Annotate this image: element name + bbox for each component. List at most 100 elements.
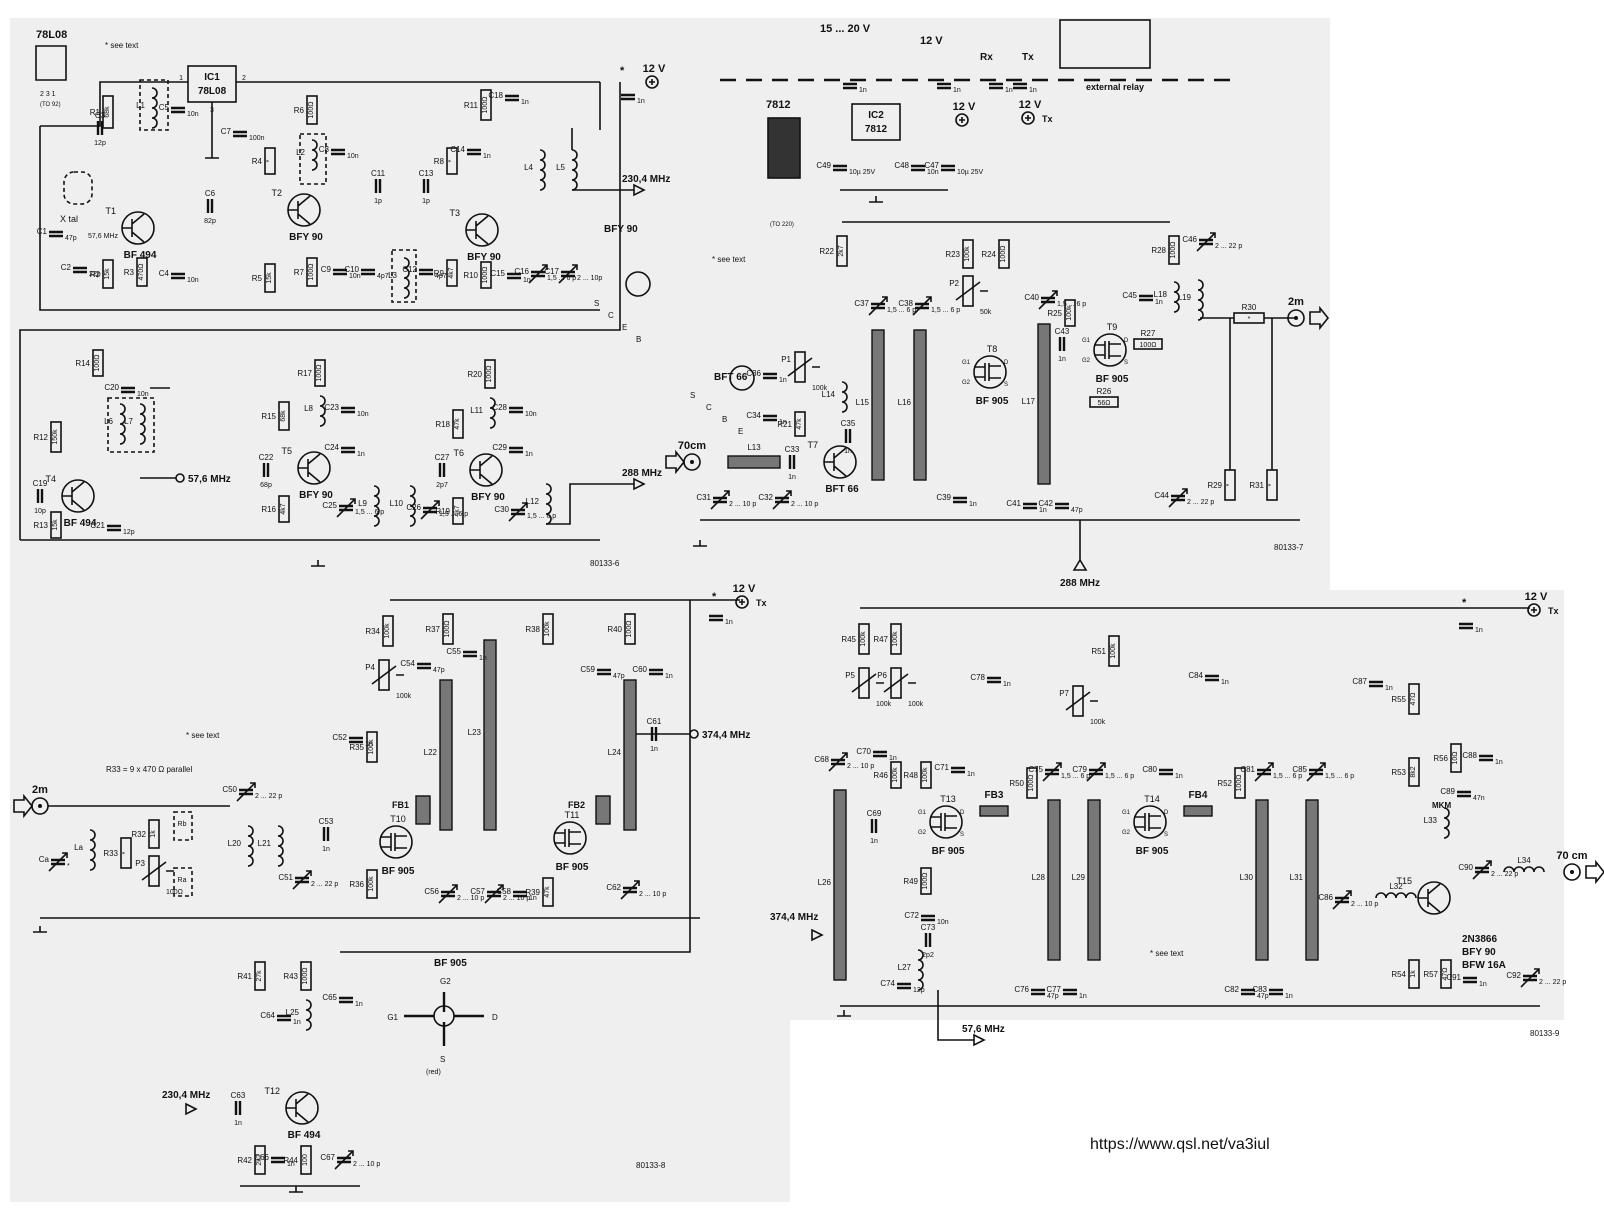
tl-bfy90-can	[625, 271, 651, 297]
bl-c65	[339, 996, 353, 1004]
br-t15-type-2: BFW 16A	[1462, 960, 1506, 971]
bl-c58	[513, 890, 527, 898]
tr-c-rx	[989, 82, 1003, 90]
br-c78-ref: C78	[970, 673, 985, 682]
br-c76-ref: C76	[1014, 985, 1029, 994]
tl-c12-ref: C12	[402, 265, 417, 274]
br-r54-value: 1k	[1410, 970, 1417, 978]
tl-xtal-freq: 57,6 MHz	[88, 233, 118, 240]
tl-c14-value: 1n	[483, 153, 491, 160]
tr-c44	[1171, 494, 1185, 502]
bl-c52-ref: C52	[332, 733, 347, 742]
tl-r19-value: 4k7	[454, 505, 461, 516]
tr-c-in-value: 1n	[859, 87, 867, 94]
bl-r32	[148, 819, 160, 849]
tl-c2	[73, 266, 87, 274]
bl-c62-value: 2 ... 10 p	[639, 891, 666, 898]
tl-r2	[102, 259, 114, 289]
bl-r36-value: 100k	[368, 876, 375, 892]
tr-c36	[763, 372, 777, 380]
bl-c55-ref: C55	[446, 647, 461, 656]
br-r53-ref: R53	[1391, 768, 1406, 777]
br-c88	[1479, 754, 1493, 762]
tr-r25	[1064, 299, 1076, 327]
tl-r12-ref: R12	[33, 433, 48, 442]
wire	[937, 990, 960, 1041]
bl-l22-ref: L22	[424, 748, 438, 757]
ground-symbol	[837, 1010, 851, 1017]
bl-lo-arrow	[185, 1102, 198, 1116]
bl-ca-ref: Ca	[39, 855, 50, 864]
br-l27-ref: L27	[898, 963, 912, 972]
tr-7812-package	[767, 117, 801, 179]
tr-c34-ref: C34	[746, 411, 761, 420]
tl-r3	[136, 257, 148, 287]
tl-l3-ref: L3	[388, 271, 397, 280]
tl-c23-value: 10n	[357, 411, 369, 418]
tr-fig-number: 80133-7	[1274, 543, 1304, 552]
tl-l1-ref: L1	[136, 101, 145, 110]
tr-r30-value: *	[1248, 316, 1251, 323]
br-c89-value: 47n	[1473, 795, 1485, 802]
br-c87-value: 1n	[1385, 685, 1393, 692]
tr-c36-value: 1n	[779, 377, 787, 384]
br-c74	[897, 982, 911, 990]
tl-reg-title: 78L08	[36, 29, 67, 41]
tl-r20-value: 100Ω	[486, 366, 493, 383]
br-c92	[1523, 974, 1537, 982]
tr-r24-ref: R24	[981, 250, 996, 259]
tr-c46-value: 2 ... 22 p	[1215, 243, 1242, 250]
br-p7-value: 100k	[1090, 719, 1106, 726]
br-c92-value: 2 ... 22 p	[1539, 979, 1566, 986]
tr-r28-ref: R28	[1151, 246, 1166, 255]
ground-symbol	[289, 1186, 303, 1193]
tl-r6-ref: R6	[294, 106, 305, 115]
bl-out-374	[689, 729, 699, 739]
tl-supply-asterisk: *	[620, 65, 625, 77]
bl-r44-ref: R44	[283, 1156, 298, 1165]
tl-c16-ref: C16	[514, 267, 529, 276]
bl-c59	[597, 668, 611, 676]
tr-l16-ref: L16	[898, 398, 912, 407]
bl-c54-value: 47p	[433, 667, 445, 674]
tr-r31-ref: R31	[1249, 481, 1264, 490]
tl-c8-value: 10n	[347, 153, 359, 160]
tr-c-in	[843, 82, 857, 90]
wire	[19, 82, 621, 540]
bl-r42	[254, 1145, 266, 1175]
tl-r5-value: 15k	[266, 272, 273, 284]
bl-r35-ref: R35	[349, 743, 364, 752]
br-l30-ref: L30	[1240, 873, 1254, 882]
tl-xtal	[63, 171, 93, 205]
br-c91-ref: C91	[1446, 973, 1461, 982]
tl-xtal-ref: X tal	[60, 214, 78, 224]
tl-l1-shield	[139, 79, 169, 131]
bl-fb2-ref: FB2	[568, 800, 585, 810]
bl-c-supply-value: 1n	[725, 619, 733, 626]
bl-ca	[51, 858, 65, 866]
bl-c56-value: 2 ... 10 p	[457, 895, 484, 902]
br-r47-value: 100k	[892, 631, 899, 647]
wire	[40, 81, 600, 127]
tr-r28-value: 100Ω	[1170, 242, 1177, 259]
tr-c32-arrow	[772, 490, 792, 510]
tl-r2-ref: R2	[90, 270, 101, 279]
tr-c47	[941, 164, 955, 172]
br-r57	[1440, 959, 1452, 989]
tr-r24-value: 100Ω	[1000, 246, 1007, 263]
bl-t11	[553, 821, 587, 855]
br-l29	[1087, 799, 1101, 961]
br-r49-value: 100Ω	[922, 873, 929, 890]
ground-symbol	[311, 560, 325, 567]
tl-c8-ref: C8	[319, 145, 330, 154]
br-c68-ref: C68	[814, 755, 829, 764]
br-c71-value: 1n	[967, 771, 975, 778]
br-c71	[951, 766, 965, 774]
tl-c18	[505, 94, 519, 102]
tr-r28	[1168, 235, 1180, 265]
tl-r10	[480, 261, 492, 289]
br-c70	[873, 750, 887, 758]
bl-bf905-pinout-body	[433, 1005, 455, 1027]
tr-l13	[727, 455, 781, 469]
br-c86-ref: C86	[1318, 893, 1333, 902]
